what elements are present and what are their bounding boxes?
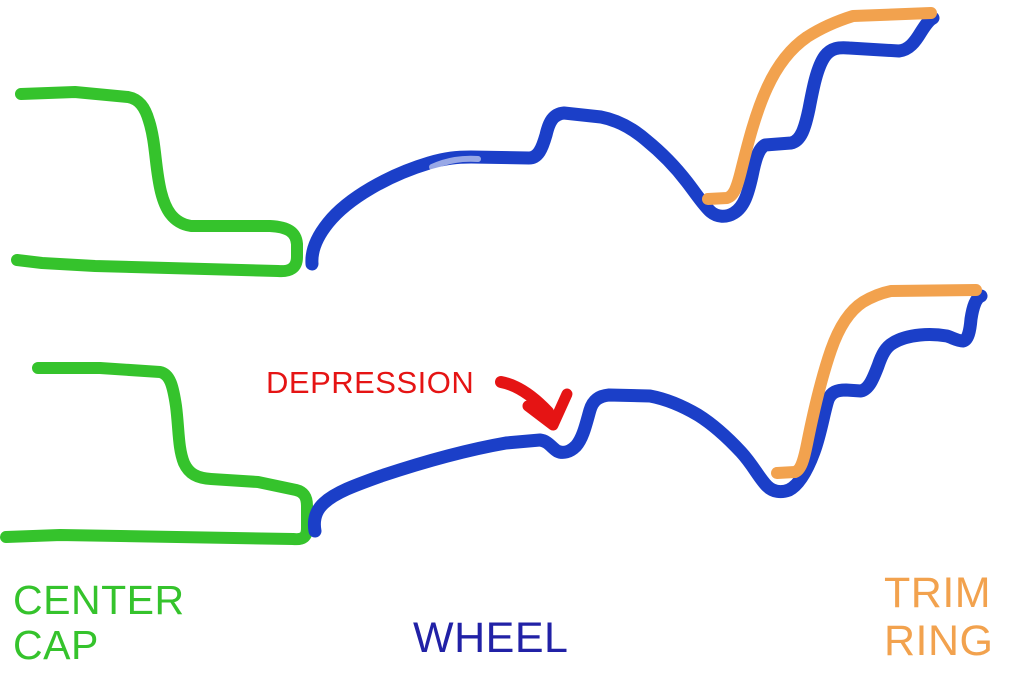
center-cap-bottom-profile: [0, 362, 313, 546]
trim-ring-label: TRIM RING: [884, 569, 994, 665]
top-cross-section: [11, 7, 940, 278]
faded-stroke-artifact: [429, 155, 481, 170]
trim-ring-bottom-profile: [771, 284, 982, 479]
arrow-shaft: [495, 376, 554, 418]
center-cap-top-profile: [11, 86, 303, 278]
trim-ring-top-profile: [702, 7, 937, 205]
arrow-head: [522, 388, 573, 431]
depression-annotation-arrow: [495, 376, 573, 431]
bottom-cross-section: [0, 284, 988, 546]
wheel-top-profile: [305, 11, 940, 271]
wheel-bottom-profile: [307, 289, 988, 538]
center-cap-label: CENTER CAP: [13, 577, 185, 668]
depression-label: DEPRESSION: [266, 365, 475, 400]
wheel-label: WHEEL: [413, 614, 569, 662]
